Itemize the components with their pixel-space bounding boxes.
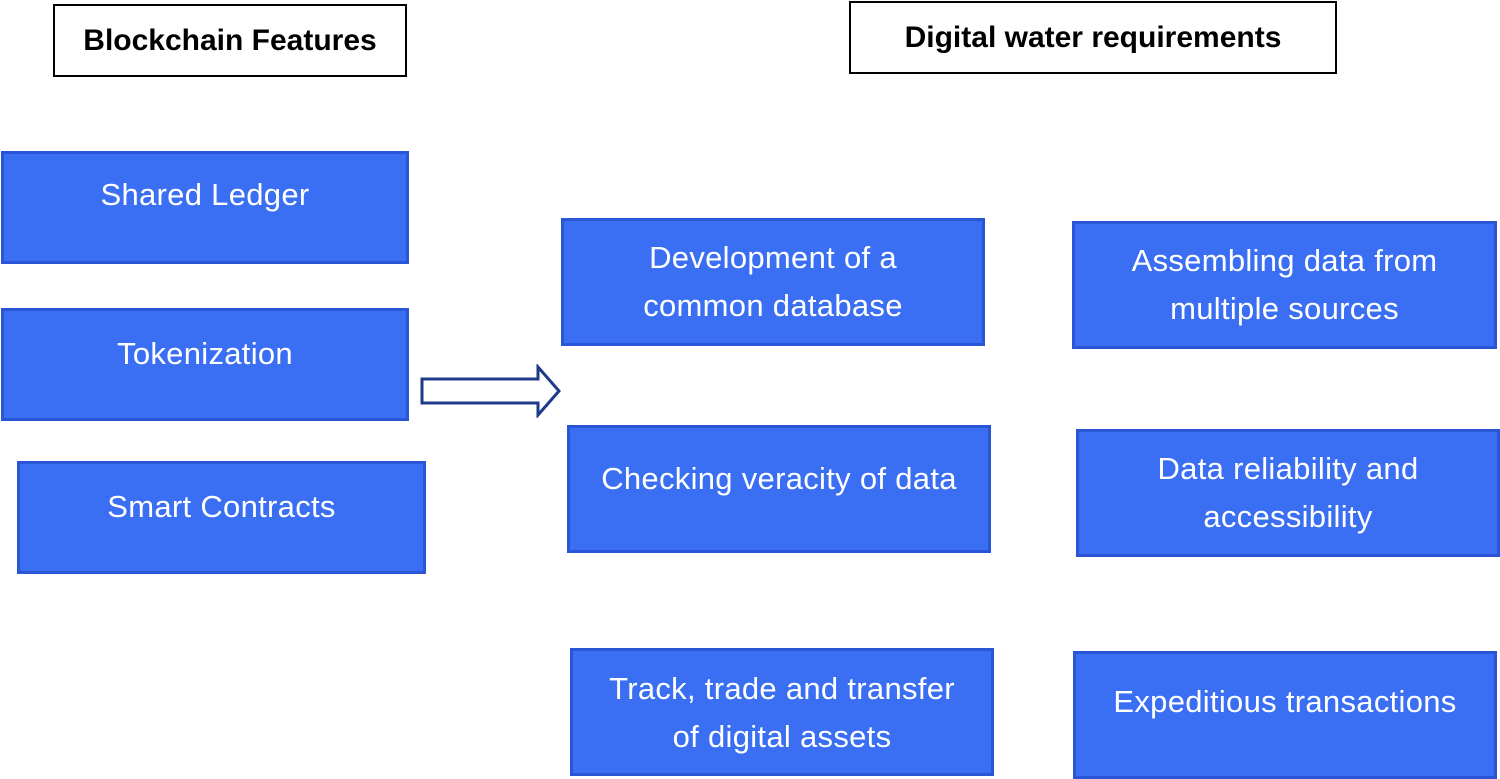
feature-shared-ledger: Shared Ledger — [1, 151, 409, 264]
digital-water-requirements-header: Digital water requirements — [849, 1, 1337, 74]
requirement-label: Development of a common database — [643, 240, 903, 323]
requirement-track-trade-transfer: Track, trade and transfer of digital ass… — [570, 648, 994, 776]
requirement-common-database: Development of a common database — [561, 218, 985, 346]
requirement-label: Checking veracity of data — [601, 461, 957, 496]
right-arrow-icon — [420, 364, 561, 418]
requirement-label: Data reliability and accessibility — [1157, 451, 1419, 534]
feature-smart-contracts: Smart Contracts — [17, 461, 426, 574]
requirement-checking-veracity: Checking veracity of data — [567, 425, 991, 553]
feature-label: Tokenization — [117, 336, 293, 371]
requirement-expeditious-transactions: Expeditious transactions — [1073, 651, 1497, 779]
requirement-label: Expeditious transactions — [1113, 684, 1457, 719]
feature-label: Smart Contracts — [107, 489, 336, 524]
requirement-assembling-data: Assembling data from multiple sources — [1072, 221, 1497, 349]
blockchain-features-header: Blockchain Features — [53, 4, 407, 77]
requirement-data-reliability: Data reliability and accessibility — [1076, 429, 1500, 557]
blockchain-features-header-label: Blockchain Features — [83, 23, 377, 57]
requirement-label: Assembling data from multiple sources — [1131, 243, 1438, 326]
feature-tokenization: Tokenization — [1, 308, 409, 421]
requirement-label: Track, trade and transfer of digital ass… — [609, 671, 955, 754]
digital-water-requirements-header-label: Digital water requirements — [904, 20, 1282, 54]
feature-label: Shared Ledger — [100, 177, 310, 212]
